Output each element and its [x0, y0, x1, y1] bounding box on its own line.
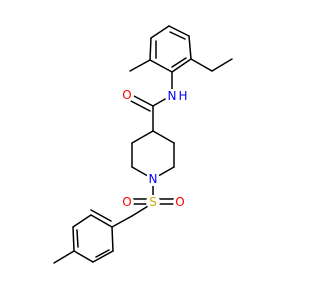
bond: [171, 58, 192, 73]
atom-hydrogen-amide: H: [177, 89, 189, 103]
atom-oxygen-sulfonyl-right: O: [173, 195, 187, 209]
atom-oxygen-sulfonyl-right-label: O: [175, 195, 184, 209]
bond: [111, 215, 133, 228]
atom-sulfur: S: [146, 195, 160, 209]
atom-nitrogen-amide: N: [165, 89, 179, 103]
bond: [111, 226, 114, 252]
atom-oxygen-sulfonyl-left: O: [120, 195, 134, 209]
aryl-ring-lower: [53, 209, 114, 264]
alkyl-substituents: [129, 58, 233, 72]
atom-labels: O N H N S O O: [120, 88, 189, 209]
bond: [190, 58, 213, 72]
bond: [169, 31, 186, 40]
bond: [171, 57, 187, 68]
bond: [131, 94, 154, 107]
bond: [95, 249, 110, 258]
atom-sulfur-label: S: [149, 195, 157, 209]
bond: [150, 25, 170, 39]
bond: [128, 99, 151, 112]
bond: [149, 59, 173, 73]
atom-nitrogen-piperidine-label: N: [149, 172, 158, 186]
bond: [92, 250, 114, 263]
atom-oxygen-carbonyl-label: O: [122, 88, 131, 102]
atom-nitrogen-amide-label: N: [168, 89, 177, 103]
bond: [53, 250, 75, 264]
bond: [149, 37, 152, 61]
amide-linkage: [128, 71, 173, 132]
bond: [72, 226, 75, 252]
bond: [152, 130, 175, 144]
atom-hydrogen-amide-label: H: [178, 89, 187, 103]
piperidine-ring: [131, 130, 175, 180]
atom-oxygen-sulfonyl-left-label: O: [122, 195, 131, 209]
bond: [90, 214, 113, 228]
bond: [188, 35, 192, 60]
molecule-structure: O N H N S O O: [53, 25, 233, 264]
aryl-ring-upper: [149, 25, 192, 73]
bond: [76, 229, 79, 248]
bond: [131, 130, 154, 144]
bond: [168, 25, 190, 37]
bond: [72, 214, 92, 228]
bond: [90, 209, 112, 222]
bond: [211, 58, 233, 72]
atom-nitrogen-piperidine: N: [146, 172, 160, 186]
atom-oxygen-carbonyl: O: [120, 88, 134, 102]
bond: [129, 59, 151, 72]
bond: [73, 250, 94, 263]
